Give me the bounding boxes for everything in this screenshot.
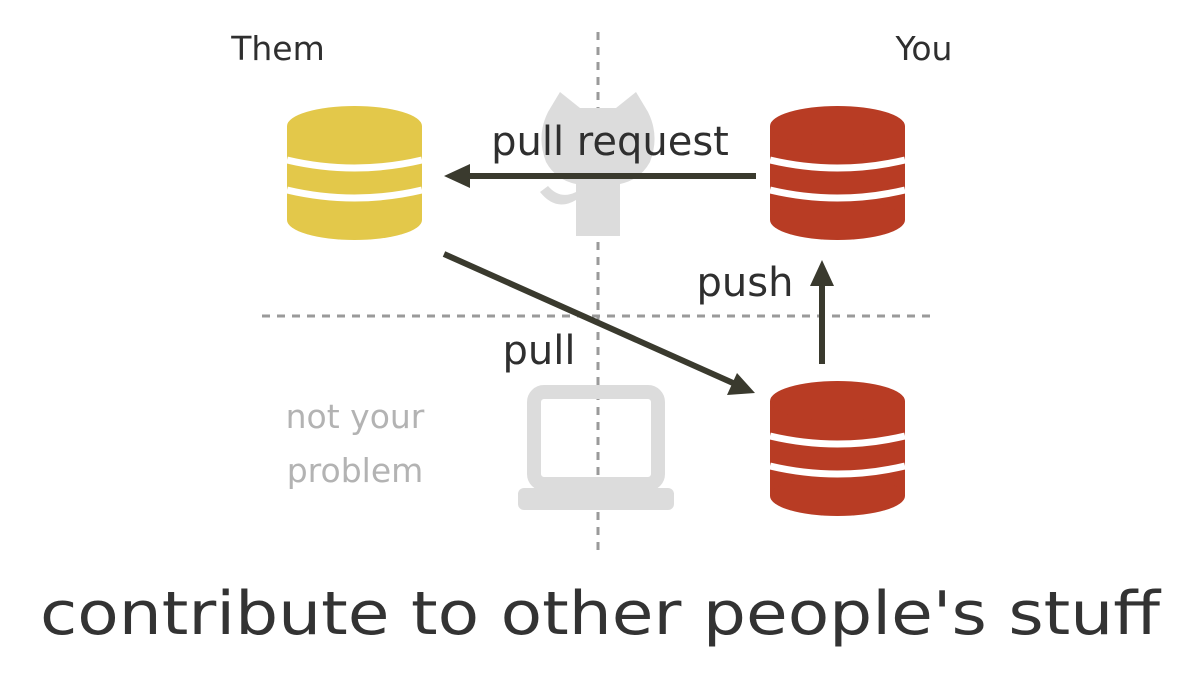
push-arrow xyxy=(810,260,834,364)
them-column-label: Them xyxy=(230,29,325,68)
pull-arrow xyxy=(442,251,755,395)
pull-label: pull xyxy=(503,328,576,374)
fork-repo-database-icon xyxy=(769,106,906,240)
you-column-label: You xyxy=(895,29,953,68)
not-your-problem-line2: problem xyxy=(287,451,424,490)
slide-caption: contribute to other people's stuff xyxy=(40,579,1162,649)
pull-request-arrow xyxy=(444,164,756,188)
not-your-problem-line1: not your xyxy=(286,397,425,436)
push-label: push xyxy=(697,260,794,306)
laptop-icon xyxy=(518,385,674,510)
local-repo-database-icon xyxy=(769,381,906,516)
upstream-repo-database-icon xyxy=(286,106,423,240)
github-octocat-icon xyxy=(540,92,655,236)
pull-request-label: pull request xyxy=(491,119,729,165)
